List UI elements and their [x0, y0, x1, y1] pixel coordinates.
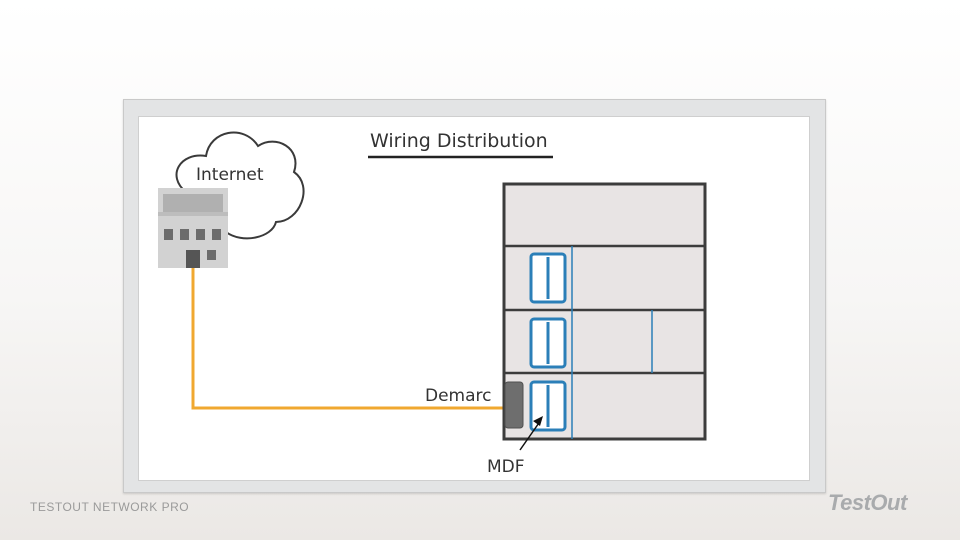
wan-cable	[191, 268, 505, 410]
mdf-label: MDF	[487, 457, 525, 477]
course-name: TESTOUT NETWORK PRO	[30, 500, 190, 514]
diagram-title: Wiring Distribution	[370, 130, 548, 152]
internet-label: Internet	[196, 165, 264, 185]
rack-icon	[529, 252, 567, 304]
demarc-label: Demarc	[425, 386, 492, 406]
demarc-box	[504, 381, 524, 429]
mdf-arrow	[519, 416, 543, 451]
rack-icon	[529, 317, 567, 369]
isp-building-icon	[158, 188, 228, 268]
testout-logo: TestOut	[828, 490, 907, 515]
building	[502, 182, 707, 441]
